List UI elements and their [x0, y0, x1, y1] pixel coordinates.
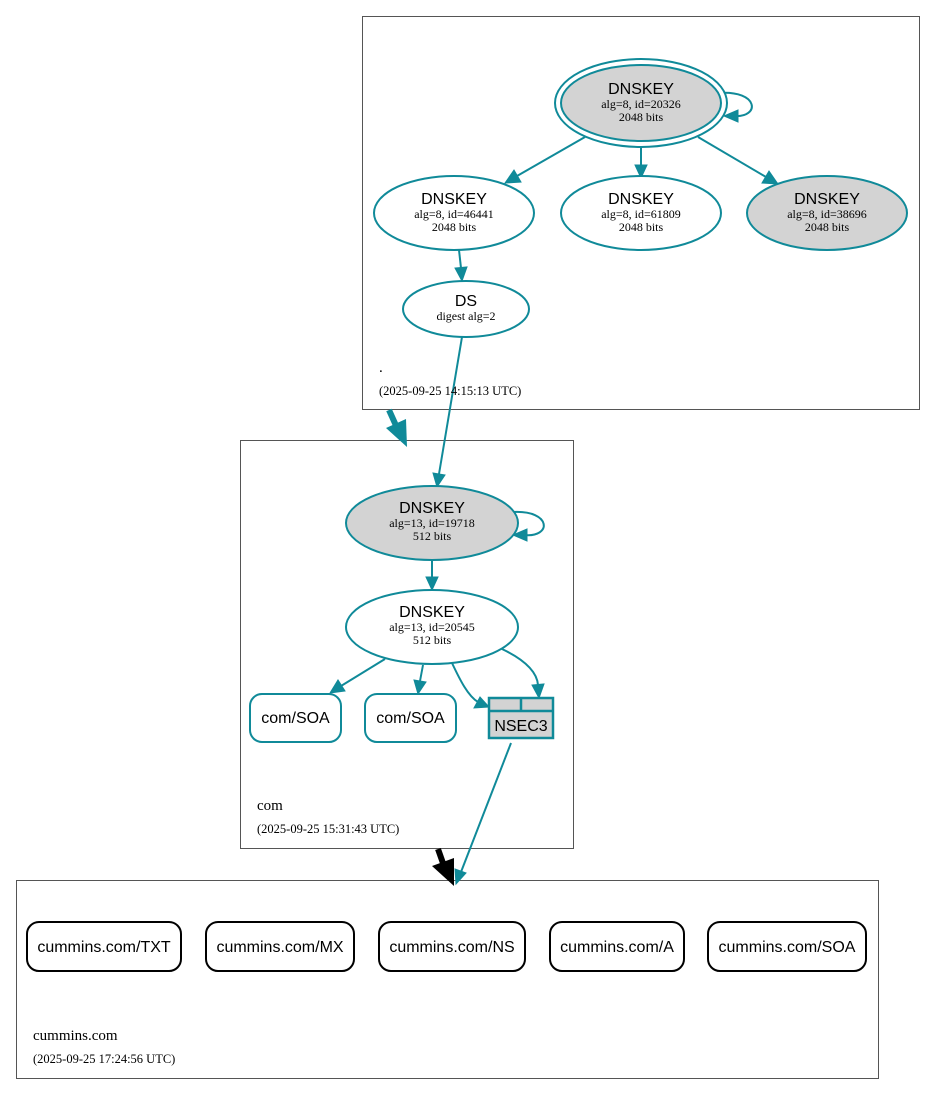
rrset-label: cummins.com/A: [560, 939, 674, 956]
edge-root-ksk-zsk2: [634, 146, 648, 180]
node-cummins-txt[interactable]: cummins.com/TXT: [26, 921, 182, 972]
node-cummins-a[interactable]: cummins.com/A: [549, 921, 685, 972]
edge-com-ksk-zsk: [425, 560, 439, 592]
edge-root-ksk-self: [717, 91, 753, 123]
node-com-zsk[interactable]: DNSKEY alg=13, id=20545 512 bits: [345, 589, 519, 665]
node-title: DNSKEY: [608, 81, 674, 98]
node-title: DNSKEY: [794, 191, 860, 208]
rrset-label: com/SOA: [376, 710, 445, 727]
node-com-soa-2[interactable]: com/SOA: [364, 693, 457, 743]
delegation-arrow-com-cummins: [432, 848, 454, 886]
node-root-ksk[interactable]: DNSKEY alg=8, id=20326 2048 bits: [554, 58, 728, 148]
rrset-label: cummins.com/TXT: [37, 939, 171, 956]
zone-root-timestamp: (2025-09-25 14:15:13 UTC): [379, 384, 521, 398]
node-root-key-38696[interactable]: DNSKEY alg=8, id=38696 2048 bits: [746, 175, 908, 251]
edge-com-zsk-soa2: [413, 664, 427, 696]
node-bits: 2048 bits: [619, 110, 664, 124]
zone-com-name: com: [257, 798, 283, 814]
node-detail: alg=8, id=38696: [787, 207, 867, 221]
rrset-label: cummins.com/SOA: [719, 939, 856, 956]
rrset-label: cummins.com/NS: [389, 939, 514, 956]
nsec3-label: NSEC3: [494, 718, 547, 735]
node-bits: 512 bits: [413, 529, 452, 543]
node-title: DNSKEY: [399, 604, 465, 621]
node-bits: 2048 bits: [805, 220, 850, 234]
node-bits: 2048 bits: [432, 220, 477, 234]
node-detail: alg=13, id=19718: [389, 516, 475, 530]
node-com-ksk[interactable]: DNSKEY alg=13, id=19718 512 bits: [345, 485, 519, 561]
node-detail: alg=8, id=20326: [601, 97, 681, 111]
node-title: DNSKEY: [608, 191, 674, 208]
zone-cummins-name: cummins.com: [33, 1028, 118, 1044]
node-title: DNSKEY: [399, 500, 465, 517]
rrset-label: com/SOA: [261, 710, 330, 727]
delegation-arrow-root-com: [386, 408, 407, 447]
node-bits: 2048 bits: [619, 220, 664, 234]
node-title: DNSKEY: [421, 191, 487, 208]
edge-root-ksk-zsk3: [697, 136, 779, 185]
node-cummins-ns[interactable]: cummins.com/NS: [378, 921, 526, 972]
zone-cummins-timestamp: (2025-09-25 17:24:56 UTC): [33, 1052, 175, 1066]
rrset-label: cummins.com/MX: [216, 939, 343, 956]
node-com-nsec3[interactable]: NSEC3: [487, 696, 555, 740]
node-root-zsk-61809[interactable]: DNSKEY alg=8, id=61809 2048 bits: [560, 175, 722, 251]
node-detail: alg=13, id=20545: [389, 620, 475, 634]
node-root-zsk-46441[interactable]: DNSKEY alg=8, id=46441 2048 bits: [373, 175, 535, 251]
node-detail: digest alg=2: [436, 309, 495, 323]
edge-com-zsk-nsec3-a: [451, 662, 491, 709]
zone-root-name: .: [379, 360, 383, 376]
edge-root-ksk-zsk1: [504, 136, 586, 184]
edge-com-zsk-nsec3-b: [501, 648, 545, 700]
node-cummins-soa[interactable]: cummins.com/SOA: [707, 921, 867, 972]
node-root-ds[interactable]: DS digest alg=2: [402, 280, 530, 338]
edge-zsk1-ds: [454, 249, 468, 283]
zone-cummins: [16, 880, 879, 1079]
node-com-soa-1[interactable]: com/SOA: [249, 693, 342, 743]
node-cummins-mx[interactable]: cummins.com/MX: [205, 921, 355, 972]
zone-com-timestamp: (2025-09-25 15:31:43 UTC): [257, 822, 399, 836]
node-title: DS: [455, 293, 477, 310]
edge-ds-com-ksk: [432, 336, 463, 489]
edge-com-ksk-self: [511, 510, 545, 542]
node-detail: alg=8, id=61809: [601, 207, 681, 221]
edge-nsec3-cummins: [454, 742, 512, 886]
node-bits: 512 bits: [413, 633, 452, 647]
edge-com-zsk-soa1: [329, 658, 386, 694]
node-detail: alg=8, id=46441: [414, 207, 494, 221]
